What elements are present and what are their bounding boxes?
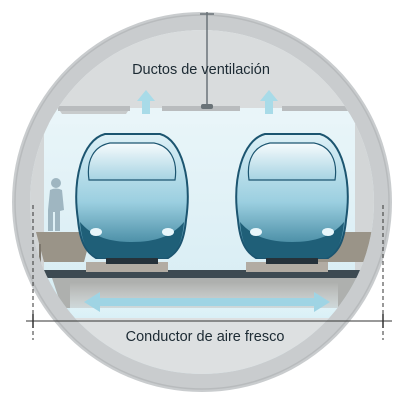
up-arrow-icon <box>260 90 278 114</box>
double-arrow-icon <box>84 292 330 312</box>
ventilation-label: Ductos de ventilación <box>132 62 270 78</box>
ceiling-panels <box>30 106 374 124</box>
track-bed <box>40 270 362 278</box>
person-icon <box>48 178 64 231</box>
left-platform <box>36 232 92 262</box>
up-arrow-icon <box>137 90 155 114</box>
fresh-air-label: Conductor de aire fresco <box>126 329 285 345</box>
train-right <box>235 133 349 272</box>
train-left <box>75 133 189 272</box>
